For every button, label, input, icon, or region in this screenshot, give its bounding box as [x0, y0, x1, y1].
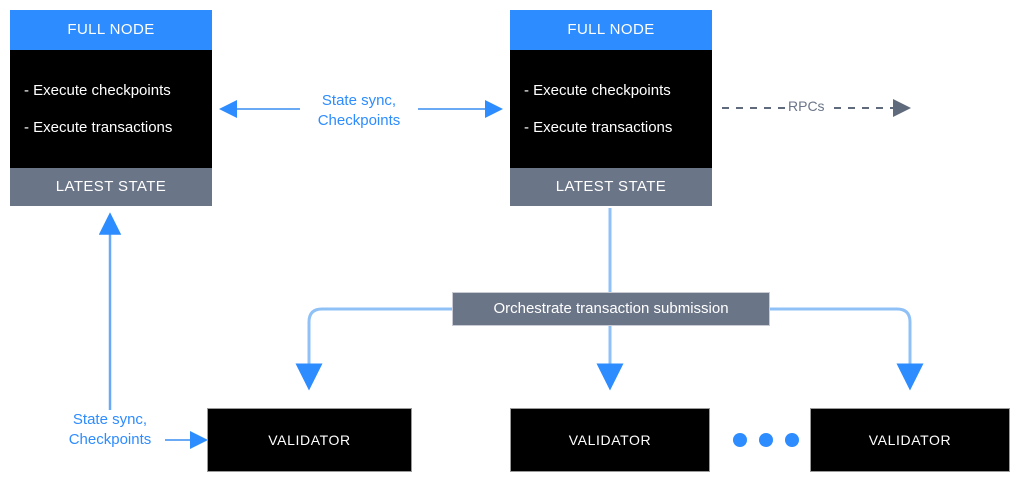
full-node-left-bullet-2: - Execute transactions	[24, 119, 173, 136]
edge-label-state-sync-bottom-line1: State sync,	[72, 411, 148, 428]
edge-label-rpcs: RPCs	[786, 98, 827, 114]
validator-box-2: VALIDATOR	[510, 408, 710, 472]
validator-ellipsis	[733, 433, 799, 447]
edge-orchestrator-to-validator-1	[295, 307, 452, 391]
edge-label-state-sync-top-line2: Checkpoints	[317, 112, 401, 129]
edge-orchestrator-to-validator-3	[770, 307, 924, 391]
validator-box-3: VALIDATOR	[810, 408, 1010, 472]
full-node-right-body: - Execute checkpoints - Execute transact…	[510, 50, 712, 168]
ellipsis-dot-1	[733, 433, 747, 447]
ellipsis-dot-3	[785, 433, 799, 447]
full-node-left: FULL NODE - Execute checkpoints - Execut…	[10, 10, 212, 206]
edge-label-state-sync-top: State sync, Checkpoints	[298, 91, 420, 131]
full-node-right-header: FULL NODE	[510, 10, 712, 50]
full-node-left-bullet-1: - Execute checkpoints	[24, 82, 171, 99]
orchestrate-transaction-submission-box: Orchestrate transaction submission	[452, 292, 770, 326]
full-node-left-header: FULL NODE	[10, 10, 212, 50]
full-node-left-footer: LATEST STATE	[10, 168, 212, 206]
edge-label-state-sync-bottom-line2: Checkpoints	[68, 431, 152, 448]
ellipsis-dot-2	[759, 433, 773, 447]
full-node-right-footer: LATEST STATE	[510, 168, 712, 206]
full-node-right-bullet-2: - Execute transactions	[524, 119, 673, 136]
full-node-right: FULL NODE - Execute checkpoints - Execut…	[510, 10, 712, 206]
validator-box-1: VALIDATOR	[207, 408, 412, 472]
full-node-right-bullet-1: - Execute checkpoints	[524, 82, 671, 99]
full-node-left-body: - Execute checkpoints - Execute transact…	[10, 50, 212, 168]
edge-label-state-sync-bottom: State sync, Checkpoints	[48, 410, 172, 450]
edge-label-state-sync-top-line1: State sync,	[321, 92, 397, 109]
